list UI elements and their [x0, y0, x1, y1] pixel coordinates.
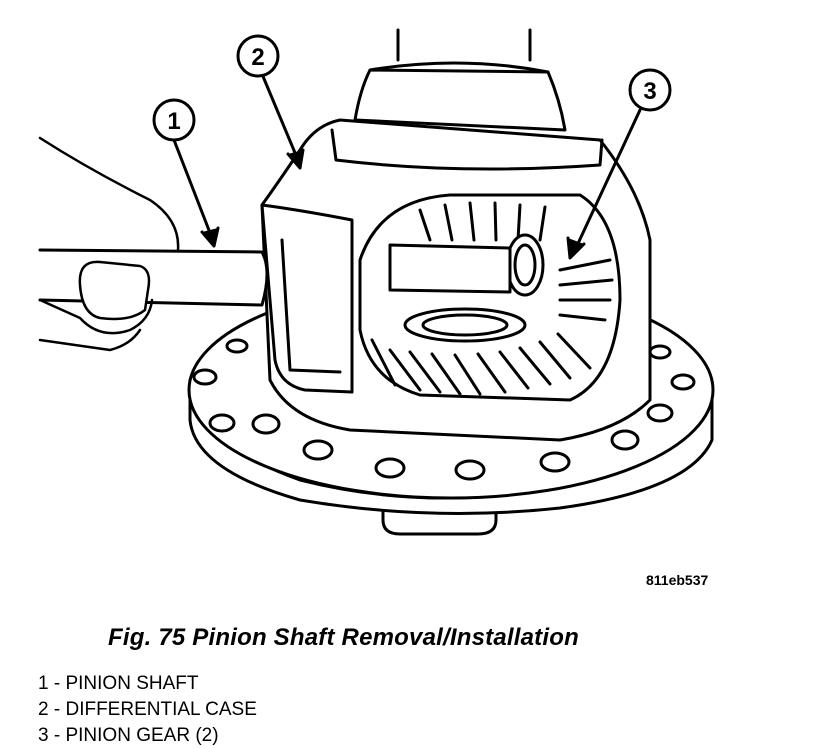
- bolt-hole: [208, 413, 236, 433]
- bolt-hole: [251, 413, 281, 435]
- callout-3: 3: [628, 68, 672, 112]
- legend-label: PINION GEAR (2): [49, 725, 219, 746]
- callout-2: 2: [236, 34, 280, 78]
- bolt-hole: [225, 338, 249, 354]
- leader-lines: [172, 72, 642, 260]
- figure-caption: Fig. 75 Pinion Shaft Removal/Installatio…: [108, 624, 579, 651]
- legend-label: DIFFERENTIAL CASE: [49, 699, 257, 720]
- callout-circle: [628, 68, 672, 112]
- bolt-hole: [670, 373, 696, 391]
- bolt-hole: [646, 403, 674, 423]
- legend-list: 1PINION SHAFT 2DIFFERENTIAL CASE 3PINION…: [38, 671, 257, 749]
- bolt-hole: [192, 368, 218, 386]
- pinion-gear: [505, 233, 545, 297]
- legend-number: 1: [38, 673, 49, 694]
- bolt-hole: [302, 439, 334, 461]
- bolt-hole: [539, 451, 571, 473]
- legend-item: 2DIFFERENTIAL CASE: [38, 697, 257, 723]
- bolt-hole: [648, 344, 672, 360]
- legend-number: 3: [38, 725, 49, 746]
- arrowhead-3: [566, 236, 586, 260]
- leader-line-1: [172, 138, 214, 240]
- callout-number: 3: [643, 78, 656, 105]
- differential-case: [260, 28, 652, 442]
- bolt-hole: [454, 459, 486, 481]
- differential-illustration: 1 2 3: [38, 28, 715, 536]
- figure-id: 811eb537: [646, 572, 709, 588]
- leader-line-3: [573, 108, 642, 252]
- legend-label: PINION SHAFT: [49, 673, 199, 694]
- hand: [38, 136, 180, 352]
- leader-line-2: [260, 72, 300, 162]
- legend-item: 3PINION GEAR (2): [38, 723, 257, 749]
- arrowhead-1: [200, 226, 220, 248]
- callout-1: 1: [152, 98, 196, 142]
- legend-item: 1PINION SHAFT: [38, 671, 257, 697]
- legend-number: 2: [38, 699, 49, 720]
- callout-circle: [236, 34, 280, 78]
- callout-circle: [152, 98, 196, 142]
- callout-number: 2: [251, 44, 264, 71]
- bolt-hole: [610, 429, 640, 451]
- bolt-hole: [374, 457, 406, 479]
- arrowhead-2: [286, 148, 305, 170]
- callout-number: 1: [167, 108, 180, 135]
